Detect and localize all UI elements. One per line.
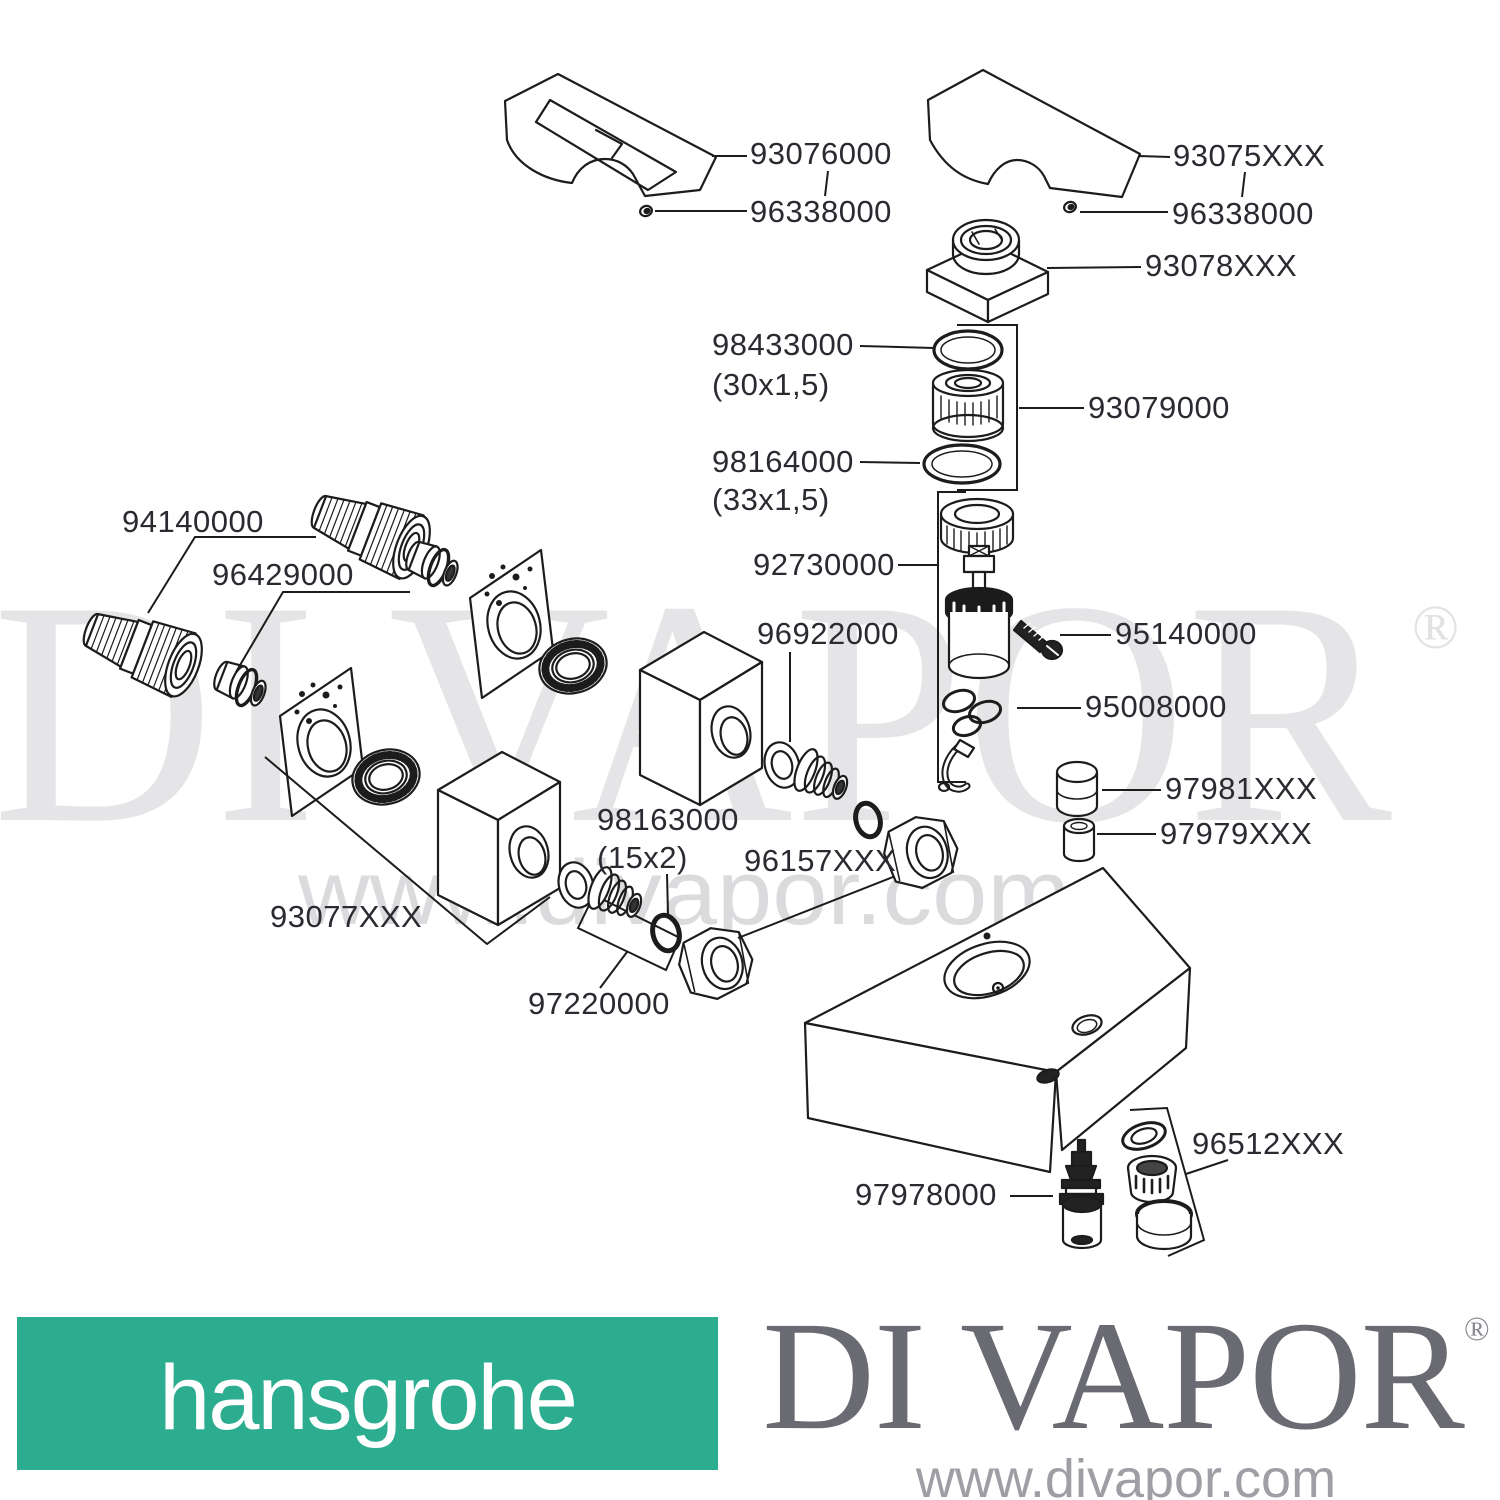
- hex-nut-upper: [883, 816, 959, 889]
- hansgrohe-logo: hansgrohe: [17, 1317, 718, 1470]
- divapor-url: www.divapor.com: [915, 1449, 1337, 1500]
- escutcheon-upper: [468, 548, 555, 700]
- cover-block-lower: [436, 750, 562, 927]
- compression-adapter-upper: [793, 748, 849, 800]
- o-ring-lower: [650, 912, 682, 954]
- part-label: (15x2): [597, 840, 688, 875]
- cartridge: [944, 544, 1014, 680]
- parts-group: [82, 68, 1193, 1251]
- divapor-logo: DI VAPOR®: [752, 1298, 1500, 1454]
- lever-handle-left: [503, 72, 718, 198]
- part-label: 96512XXX: [1192, 1126, 1344, 1161]
- cartridge-screw: [1012, 619, 1064, 661]
- part-label: 95008000: [1085, 689, 1227, 724]
- seal-set: [941, 688, 1003, 738]
- diverter-cartridge: [1058, 1138, 1105, 1250]
- part-label: (33x1,5): [712, 482, 830, 517]
- part-label: 93077XXX: [270, 899, 422, 934]
- part-label: 92730000: [753, 547, 895, 582]
- footer: hansgrohe DI VAPOR® www.divapor.com: [0, 1298, 1500, 1500]
- part-label: 96338000: [1172, 196, 1314, 231]
- registered-mark: ®: [1463, 1311, 1490, 1348]
- hose-clip: [937, 738, 976, 793]
- divapor-logo-text: DI VAPOR: [762, 1289, 1464, 1462]
- aerator-set: [1121, 1121, 1193, 1251]
- cover-block-upper: [638, 630, 764, 807]
- part-label: 94140000: [122, 504, 264, 539]
- part-label: 97220000: [528, 986, 670, 1021]
- watermark-registered: ®: [1412, 594, 1459, 662]
- knurled-nut-upper: [538, 637, 608, 695]
- handle-pin-left: [639, 204, 653, 218]
- part-label: 96157XXX: [744, 843, 896, 878]
- parts-diagram-svg: DI VAPOR ® www.divapor.com: [0, 68, 1459, 1257]
- o-ring-upper: [853, 800, 883, 840]
- part-label: 97979XXX: [1160, 816, 1312, 851]
- part-label: 93076000: [750, 136, 892, 171]
- washer-upper: [763, 741, 801, 789]
- cap-small: [1062, 817, 1096, 863]
- handle-base: [925, 218, 1050, 324]
- part-label: 96429000: [212, 557, 354, 592]
- part-label: (30x1,5): [712, 367, 830, 402]
- lever-handle-right: [926, 68, 1142, 199]
- part-label: 93079000: [1088, 390, 1230, 425]
- part-label: 98433000: [712, 327, 854, 362]
- hansgrohe-logo-text: hansgrohe: [159, 1347, 578, 1449]
- part-labels: 93076000 96338000 93075XXX 96338000 9307…: [122, 136, 1344, 1212]
- part-label: 96338000: [750, 194, 892, 229]
- part-label: 93075XXX: [1173, 138, 1325, 173]
- part-label: 93078XXX: [1145, 248, 1297, 283]
- handle-pin-right: [1063, 200, 1077, 214]
- part-label: 97981XXX: [1165, 771, 1317, 806]
- part-label: 96922000: [757, 616, 899, 651]
- retainer-nut: [939, 497, 1015, 555]
- compression-adapter-lower: [587, 866, 643, 918]
- s-union-lower: [82, 612, 203, 698]
- seal-adapter-lower: [213, 660, 267, 708]
- part-label: 95140000: [1115, 616, 1257, 651]
- knurled-nut-lower: [351, 748, 421, 806]
- cap-large: [1055, 760, 1099, 818]
- escutcheon-lower: [278, 666, 365, 818]
- spindle-sleeve: [931, 368, 1005, 443]
- part-label: 98163000: [597, 802, 739, 837]
- leader-lines: [147, 155, 1246, 1257]
- hex-nut-lower: [678, 927, 754, 1000]
- part-label: 98164000: [712, 444, 854, 479]
- o-ring-33x15: [922, 443, 1002, 485]
- o-ring-30x15: [932, 329, 1004, 371]
- faucet-body: [803, 866, 1192, 1174]
- part-label: 97978000: [855, 1177, 997, 1212]
- seal-adapter-upper: [405, 540, 459, 588]
